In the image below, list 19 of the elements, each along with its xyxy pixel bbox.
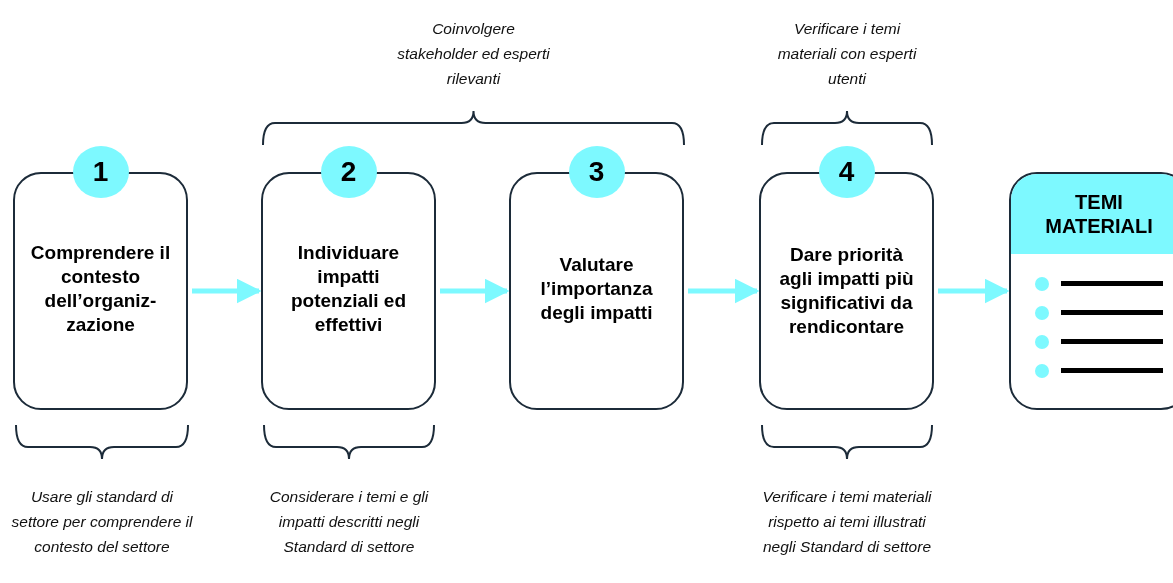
step-number: 2	[320, 146, 377, 198]
note-text: Usare gli standard di settore per comprendere il contesto del settore	[10, 487, 194, 557]
arrow	[688, 278, 760, 304]
step-number: 3	[568, 146, 625, 198]
arrow	[192, 278, 262, 304]
step-number: 4	[818, 146, 875, 198]
step-text: Valutare l’importanza degli impatti	[539, 253, 654, 325]
note-text: Considerare i temi e gli impatti descritti negli Standard di settore	[268, 487, 430, 557]
step-text: Dare priorità agli impatti più significativi da rendicontare	[778, 243, 915, 339]
card-title: TEMI MATERIALI	[1011, 174, 1173, 254]
step-number: 1	[72, 146, 129, 198]
arrow	[440, 278, 510, 304]
step-text: Comprendere il contesto dell’organiz- zazione	[29, 241, 172, 337]
note-text: Verificare i temi materiali con esperti utenti	[776, 19, 918, 89]
arrow	[938, 278, 1010, 304]
note-text: Coinvolgere stakeholder ed esperti rilevanti	[396, 19, 551, 89]
result-card	[1009, 172, 1173, 410]
step-text: Individuare impatti potenziali ed effettivi	[289, 241, 408, 337]
note-text: Verificare i temi materiali rispetto ai temi illustrati negli Standard di settore	[761, 487, 933, 557]
